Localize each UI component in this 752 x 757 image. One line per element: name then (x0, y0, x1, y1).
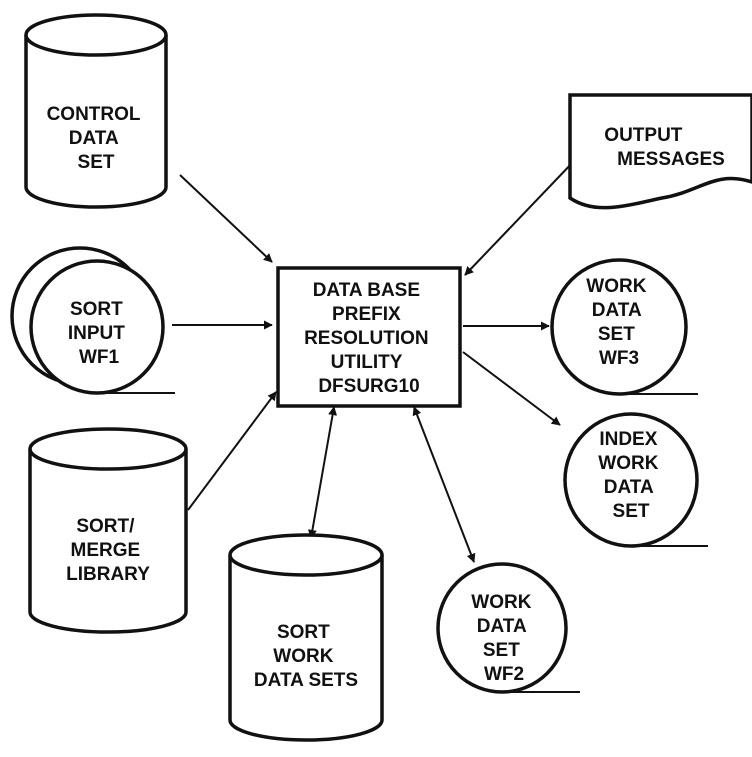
control-data-set-label: CONTROL DATA SET (47, 104, 146, 173)
sort-merge-library-label: SORT/ MERGE LIBRARY (66, 516, 150, 585)
sort-input-tape: SORT INPUT WF1 (10, 246, 175, 395)
sort-work-label: SORT WORK DATA SETS (254, 622, 358, 691)
output-messages-label: OUTPUT MESSAGES (604, 125, 725, 170)
arrow-utility-sortwork (307, 406, 338, 539)
connectors (172, 159, 576, 563)
utility-label: DATA BASE PREFIX RESOLUTION UTILITY DFSU… (304, 280, 434, 397)
arrow-utility-wf2 (412, 406, 476, 563)
arrow-utility-to-index (462, 351, 561, 426)
control-data-set-cylinder: CONTROL DATA SET (24, 13, 168, 209)
arrow-library-to-utility (187, 391, 277, 511)
work-data-set-wf3-tape: WORK DATA SET WF3 (550, 258, 698, 396)
work-data-set-wf2-tape: WORK DATA SET WF2 (436, 562, 580, 694)
arrow-output-to-utility (464, 159, 576, 276)
index-work-data-set-tape: INDEX WORK DATA SET (563, 412, 708, 548)
index-work-label: INDEX WORK DATA SET (598, 429, 663, 522)
sort-merge-library-cylinder: SORT/ MERGE LIBRARY (28, 427, 188, 634)
sort-work-data-sets-cylinder: SORT WORK DATA SETS (228, 533, 384, 742)
sort-input-label: SORT INPUT WF1 (68, 299, 130, 368)
arrow-control-to-utility (179, 174, 273, 263)
work-wf2-label: WORK DATA SET WF2 (471, 592, 536, 685)
prefix-resolution-utility-box: DATA BASE PREFIX RESOLUTION UTILITY DFSU… (276, 266, 462, 408)
work-wf3-label: WORK DATA SET WF3 (586, 276, 651, 369)
output-messages-document: OUTPUT MESSAGES (568, 93, 752, 210)
